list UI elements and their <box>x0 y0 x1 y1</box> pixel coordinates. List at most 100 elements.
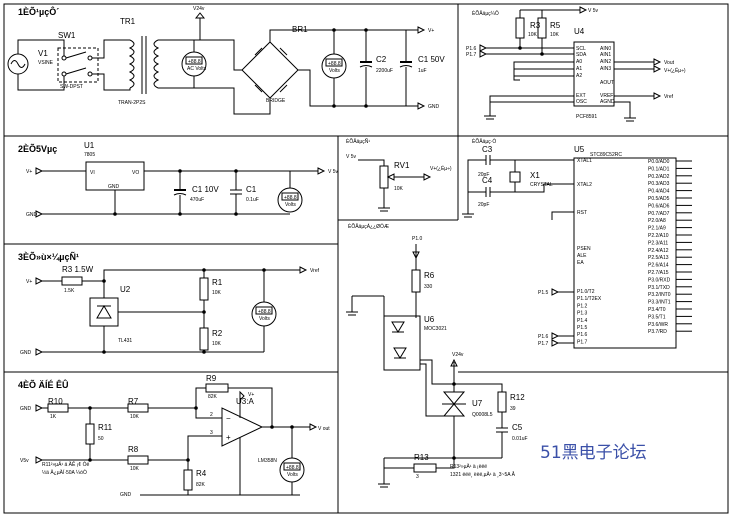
u5-pin-rst: RST <box>577 210 587 216</box>
u5-pin-right-1: P0.1/AD1 <box>648 166 670 172</box>
u5-pin-psen: PSEN <box>577 246 591 252</box>
note-4: 1321 ëëë¸ ëëë,µÄ¹ ä ¸3~5A Â <box>450 471 516 478</box>
u5-pin-ale: ALE <box>577 253 587 259</box>
v5-net-2: V 5v <box>328 169 339 175</box>
v1-type: VSINE <box>38 60 54 66</box>
r4-ref: R4 <box>196 469 207 478</box>
r8-value: 10K <box>130 466 140 472</box>
sw1-type: SW-DPST <box>60 84 83 90</box>
u4-type: PCF8591 <box>576 114 597 120</box>
sw1-ref: SW1 <box>58 31 76 40</box>
v5-meter-label: Volts <box>285 202 296 208</box>
sw1-box <box>57 47 99 83</box>
u5-pin-right-20: P3.4/T0 <box>648 307 666 313</box>
section-grid <box>3 3 729 514</box>
u6-type: MOC3021 <box>424 326 447 332</box>
u5-pin-right-8: P2.0/A8 <box>648 218 666 224</box>
u5-pin-right-6: P0.6/AD6 <box>648 203 670 209</box>
u5-pin-xtal1: XTAL1 <box>577 158 592 164</box>
x1-ref: X1 <box>530 171 540 180</box>
u6-optocoupler <box>383 315 421 371</box>
section-triac-title: ÈÕÅäµçÁ¿¿ØÖÆ <box>348 223 389 230</box>
r1-ref-3: R1 <box>212 278 223 287</box>
p17-net-mcu: P1.7 <box>538 341 549 347</box>
vplus-adj-net-pot: V+(¿Éµ÷) <box>430 165 452 172</box>
r1-value-3: 10K <box>212 290 222 296</box>
u4-pin-vref: VREF <box>600 93 613 99</box>
u5-pin-right-14: P2.6/A14 <box>648 263 669 269</box>
u5-pin-left-1: P1.1/T2EX <box>577 296 602 302</box>
u4-pin-scl: SCL <box>576 46 586 52</box>
u5-pin-left-2: P1.2 <box>577 303 588 309</box>
c1-50v-ref: C1 50V <box>418 55 445 64</box>
u1-ref: U1 <box>84 141 95 150</box>
u4-pin-aout: AOUT <box>600 80 614 86</box>
u4-pin-ain0: AIN0 <box>600 46 611 52</box>
gnd-net-2: GND <box>26 212 38 218</box>
c4-value: 20pF <box>478 202 489 208</box>
vref-meter-readout: +88.8 <box>258 309 271 315</box>
ac-meter-readout: +88.8 <box>188 59 201 65</box>
rv1-value: 10K <box>394 186 404 192</box>
tr1-ref: TR1 <box>120 17 136 26</box>
reference-circuit: V+ R3 1.5W 1.5K Vref U2 TL431 R1 10K R2 … <box>20 265 320 356</box>
r7-ref: R7 <box>128 397 139 406</box>
r4-value: 82K <box>196 482 206 488</box>
regulator-circuit: V+ U1 7805 VI VO GND V 5v GND C1 10V 470… <box>26 141 339 218</box>
v1-ref: V1 <box>38 49 48 58</box>
u2-tl431 <box>89 297 119 327</box>
r3-adc-ref: R3 <box>530 21 541 30</box>
u5-pin-left-7: P1.7 <box>577 339 588 345</box>
u5-pin-right-9: P2.1/A9 <box>648 226 666 232</box>
vref-net-3: Vref <box>310 268 320 274</box>
u1-type: 7805 <box>84 152 95 158</box>
vref-net-adc: Vref <box>664 94 674 100</box>
u5-pin-right-0: P0.0/AD0 <box>648 159 670 165</box>
r5-ref: R5 <box>550 21 561 30</box>
note-3: R13²»µÄ¹ ä ¡ëëë <box>450 463 487 470</box>
u5-pin-right-2: P0.2/AD2 <box>648 174 670 180</box>
x1-type: CRYSTAL <box>530 182 553 188</box>
c5-ref: C5 <box>512 423 523 432</box>
pot-circuit: V 5v RV1 10K V+(¿Éµ÷) <box>346 154 452 212</box>
c1-10v-value: 470uF <box>190 197 204 203</box>
rv1-ref: RV1 <box>394 161 410 170</box>
r10-ref: R10 <box>48 397 63 406</box>
gnd-net-3: GND <box>20 350 32 356</box>
u5-pin-right-12: P2.4/A12 <box>648 248 669 254</box>
u5-pin-xtal2: XTAL2 <box>577 182 592 188</box>
p16-net-mcu: P1.6 <box>538 334 549 340</box>
c1-small-ref: C1 <box>246 185 257 194</box>
svg-text:+: + <box>226 433 231 442</box>
c4-ref: C4 <box>482 176 493 185</box>
u6-ref: U6 <box>424 315 435 324</box>
rv1-pot <box>379 165 389 189</box>
svg-text:2: 2 <box>210 412 213 418</box>
u4-pin-a0: A0 <box>576 59 582 65</box>
u7-type: Q0008L5 <box>472 412 493 418</box>
r6-ref: R6 <box>424 271 435 280</box>
c5-value: 0.01uF <box>512 436 528 442</box>
u5-pin-right-18: P3.2/INT0 <box>648 292 671 298</box>
forum-watermark: 51黑电子论坛 <box>540 443 647 463</box>
r11-value: 50 <box>98 436 104 442</box>
r3-adc-value: 10K <box>528 32 538 38</box>
p15-net-mcu: P1.5 <box>538 290 549 296</box>
c1-50v-value: 1uF <box>418 68 427 74</box>
u4-pin-agnd: AGND <box>600 99 615 105</box>
c2-value: 2200uF <box>376 68 393 74</box>
vref-meter-label: Volts <box>259 316 270 322</box>
gnd-net-4: GND <box>20 406 32 412</box>
dc-meter-label: Volts <box>329 68 340 74</box>
u5-pin-right-7: P0.7/AD7 <box>648 211 670 217</box>
note-2: ½ä Ä¿µÄÍ·50A ¼óÒ <box>42 469 87 476</box>
note-1: R11²»µÄ¹ ä ÄÊ ¡¢ Óë <box>42 460 89 468</box>
section-2-title: 2ÈÕ5Vµç <box>18 144 57 154</box>
x1-crystal <box>509 171 521 183</box>
u3-type: LM358N <box>258 458 277 464</box>
v5-meter-readout: +88.8 <box>284 195 297 201</box>
svg-text:3: 3 <box>210 430 213 436</box>
adc-circuit: V 5v R3 10K R5 10K P1.6 P1.7 U4 PCF8591 … <box>466 6 686 122</box>
u4-pcf8591 <box>573 41 615 107</box>
vplus-net-4: V+ <box>248 392 254 398</box>
